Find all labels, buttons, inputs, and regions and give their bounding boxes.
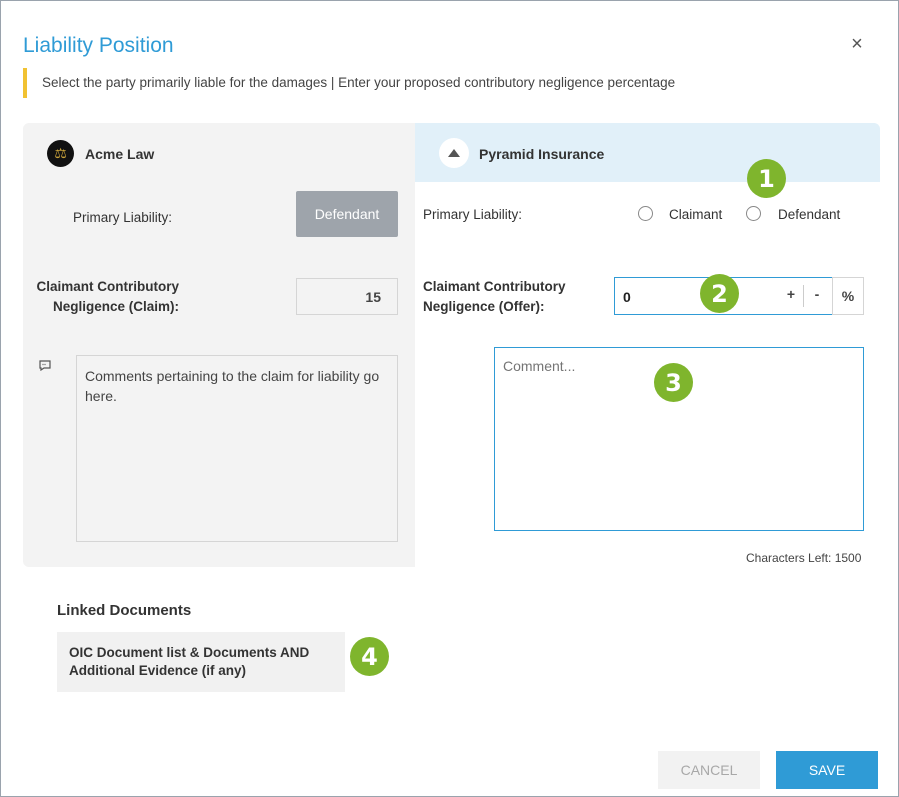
annotation-badge-2: 2 <box>700 274 739 313</box>
claimant-radio[interactable] <box>638 206 653 221</box>
annotation-badge-4: 4 <box>350 637 389 676</box>
negligence-offer-value[interactable]: 0 <box>623 289 631 305</box>
left-party-name: Acme Law <box>85 146 155 162</box>
characters-left: Characters Left: 1500 <box>746 551 862 565</box>
stepper-divider <box>803 285 804 307</box>
subtitle-accent-bar <box>23 68 27 98</box>
defendant-radio-label[interactable]: Defendant <box>778 207 841 222</box>
cancel-button[interactable]: CANCEL <box>658 751 760 789</box>
close-icon[interactable]: × <box>851 33 863 55</box>
left-negligence-value: 15 <box>296 278 398 315</box>
linked-documents-title: Linked Documents <box>57 602 192 619</box>
annotation-badge-3: 3 <box>654 363 693 402</box>
left-primary-liability-label: Primary Liability: <box>73 210 173 225</box>
decrement-button[interactable]: - <box>814 286 820 302</box>
right-primary-liability-label: Primary Liability: <box>423 207 523 222</box>
dialog-title: Liability Position <box>23 34 174 57</box>
left-negligence-label: Claimant Contributory Negligence (Claim)… <box>36 279 179 314</box>
claimant-radio-label[interactable]: Claimant <box>669 207 723 222</box>
defendant-radio[interactable] <box>746 206 761 221</box>
pyramid-logo-icon <box>439 138 469 168</box>
scales-of-justice-icon: ⚖ <box>47 140 74 167</box>
annotation-badge-1: 1 <box>747 159 786 198</box>
comment-icon <box>39 360 51 374</box>
left-comment-text: Comments pertaining to the claim for lia… <box>76 355 398 542</box>
right-party-name: Pyramid Insurance <box>479 146 605 162</box>
left-primary-liability-value: Defendant <box>296 191 398 237</box>
dialog-subtitle: Select the party primarily liable for th… <box>42 75 676 90</box>
offer-panel-header <box>415 123 880 182</box>
increment-button[interactable]: + <box>786 286 796 302</box>
percent-suffix: % <box>832 277 864 315</box>
right-negligence-label: Claimant Contributory Negligence (Offer)… <box>423 279 566 314</box>
save-button[interactable]: SAVE <box>776 751 878 789</box>
linked-document-item[interactable]: OIC Document list & Documents AND Additi… <box>57 632 345 692</box>
